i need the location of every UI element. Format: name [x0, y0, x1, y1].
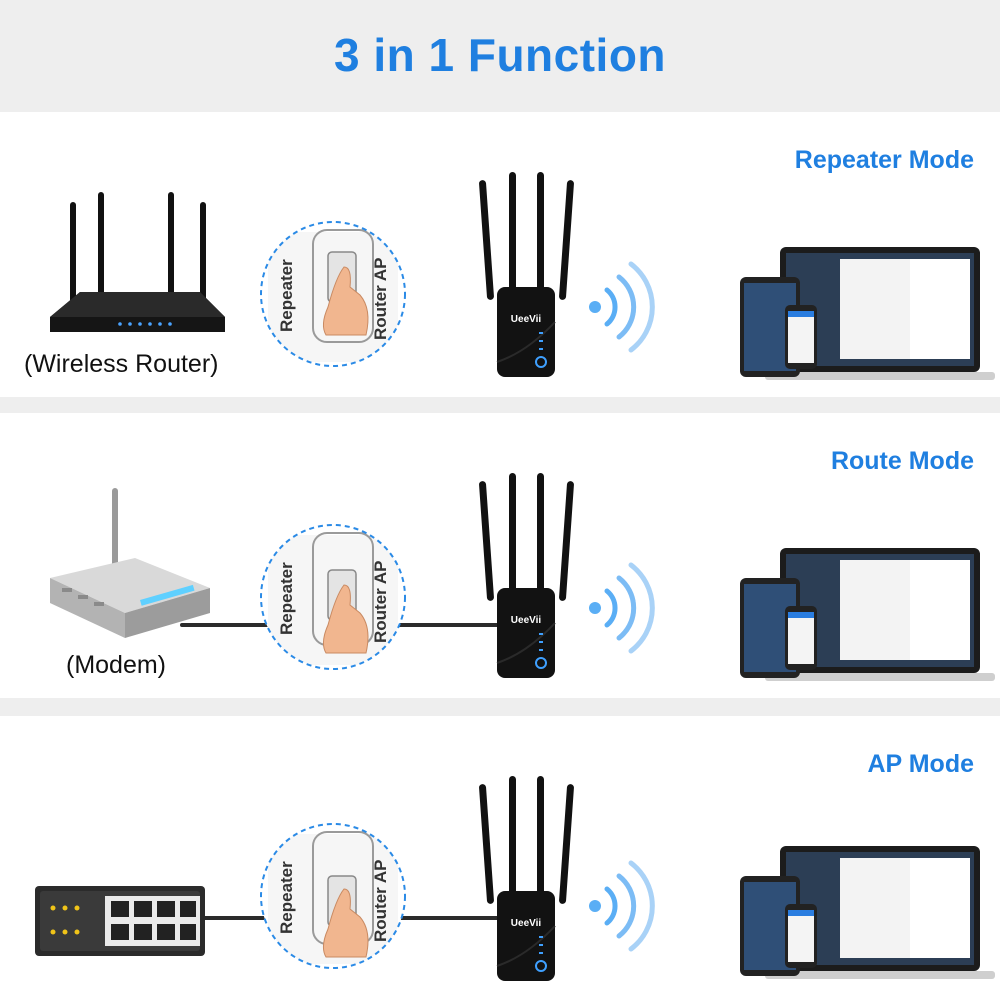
brand-label: UeeVii — [511, 314, 542, 325]
wifi-signal-icon — [589, 261, 655, 353]
mode-label: Route Mode — [830, 447, 974, 475]
page-title: 3 in 1 Function — [333, 29, 667, 81]
wireless-router-icon — [50, 192, 225, 332]
source-label: (Wireless Router) — [24, 350, 219, 378]
wifi-extender-icon: UeeVii — [479, 172, 574, 377]
mode-switch-zoom: Repeater Router AP — [260, 524, 406, 670]
source-label: (Modem) — [66, 651, 167, 679]
modem-icon — [50, 488, 210, 638]
ethernet-switch-icon — [35, 886, 205, 956]
mode-switch-zoom: Repeater Router AP — [260, 823, 406, 969]
client-devices-icon — [740, 247, 995, 380]
mode-panel-ap: AP Mode Repeater Router AP UeeV — [0, 716, 1000, 1000]
mode-label: AP Mode — [867, 750, 975, 778]
client-devices-icon — [740, 548, 995, 681]
wifi-signal-icon — [589, 860, 655, 952]
mode-panel-route: Route Mode (Modem) Repeater Router AP Ue… — [0, 413, 1000, 698]
switch-left-label: Repeater — [277, 861, 296, 934]
wifi-extender-icon: UeeVii — [479, 776, 574, 981]
switch-right-label: Router AP — [371, 561, 390, 644]
switch-right-label: Router AP — [371, 860, 390, 943]
mode-switch-zoom: Repeater Router AP — [260, 221, 406, 367]
wifi-signal-icon — [589, 562, 655, 654]
client-devices-icon — [740, 846, 995, 979]
brand-label: UeeVii — [511, 918, 542, 929]
wifi-extender-icon: UeeVii — [479, 473, 574, 678]
mode-label: Repeater Mode — [794, 146, 974, 174]
switch-left-label: Repeater — [277, 562, 296, 635]
brand-label: UeeVii — [511, 615, 542, 626]
mode-panel-repeater: Repeater Mode (Wireless Router) Repeater… — [0, 112, 1000, 397]
switch-left-label: Repeater — [277, 259, 296, 332]
switch-right-label: Router AP — [371, 258, 390, 341]
